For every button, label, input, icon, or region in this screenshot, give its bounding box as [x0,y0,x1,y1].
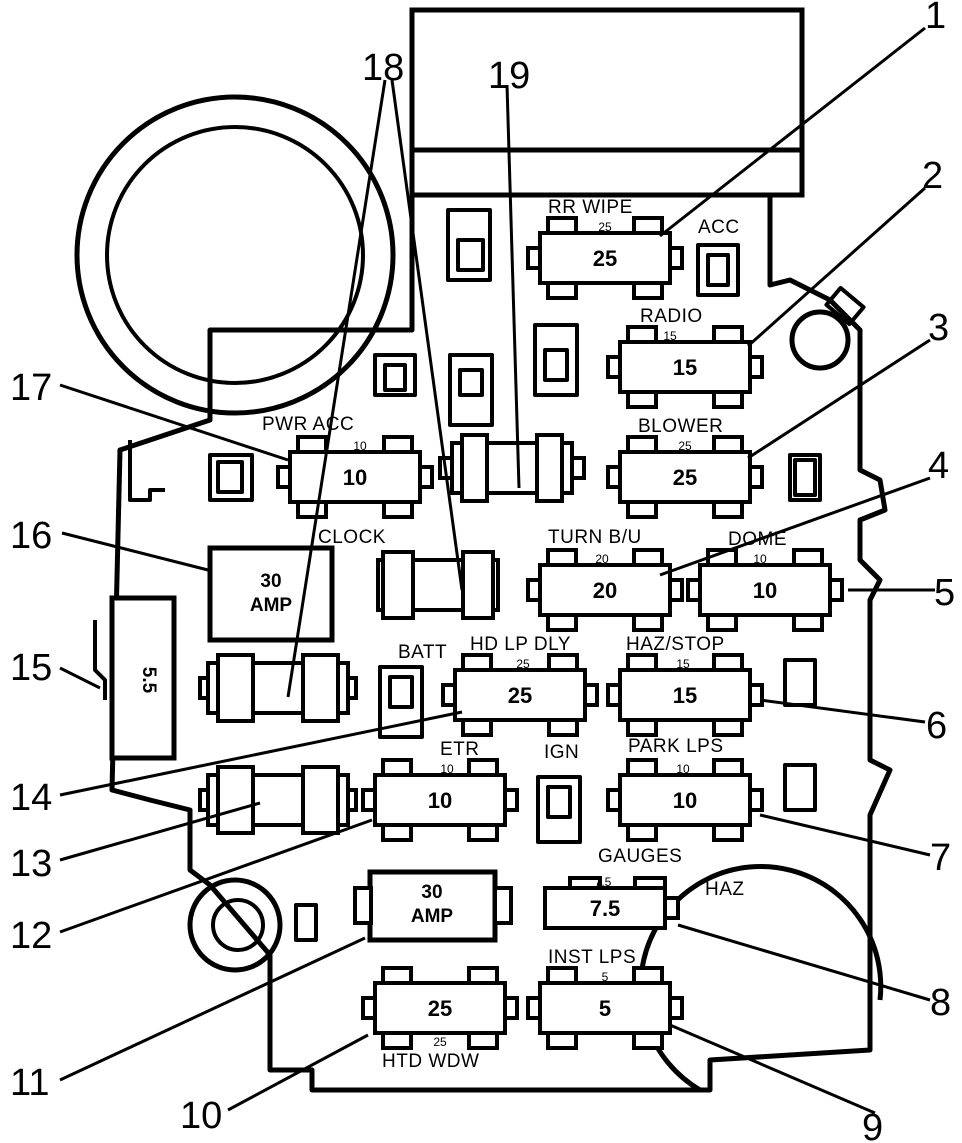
fuse-dome-value: 10 [753,578,777,603]
label-htd-wdw: HTD WDW [382,1051,479,1072]
fuse-inst-lps-rating: 5 [602,970,609,984]
fuse-rr-wipe: 25 25 [526,216,684,300]
callout-14: 14 [10,777,52,819]
callout-10: 10 [180,1095,222,1137]
fuse-etr-rating: 10 [440,762,454,776]
fuse-htd-wdw: 25 25 [361,966,519,1050]
label-blower: BLOWER [638,416,723,437]
label-hd-lp-dly: HD LP DLY [470,634,571,655]
round-component-large [74,94,396,416]
callout-numbers: 1 2 3 4 5 6 7 8 9 10 11 12 13 14 15 16 1… [10,0,955,1143]
callout-6: 6 [926,705,947,747]
fuse-turn-bu-value: 20 [593,578,617,603]
fuse-pwr-acc-value: 10 [343,465,367,490]
fuse-haz-stop-rating: 15 [676,657,690,671]
circuit-breaker-upper: 30 AMP [207,545,335,643]
fuse-inst-lps-value: 5 [599,996,611,1021]
breaker-lower-unit: AMP [411,906,454,927]
fuse-blower-rating: 25 [678,439,692,453]
leader-lines [59,26,935,1115]
label-turn-bu: TURN B/U [548,527,642,548]
fuse-hd-lp-dly: 25 25 [441,653,599,737]
fuse-radio-value: 15 [673,355,697,380]
label-haz-stop: HAZ/STOP [626,634,725,655]
fuse-hd-lp-dly-value: 25 [508,683,532,708]
fuse-pwr-acc: 10 10 [276,435,434,519]
fuse-rr-wipe-rating: 25 [598,220,612,234]
top-connector [409,7,805,198]
breaker-lower-value: 30 [421,882,442,903]
callout-7: 7 [930,837,951,879]
label-gauges: GAUGES [598,846,682,867]
fuse-dome-rating: 10 [753,552,767,566]
callout-3: 3 [928,307,949,349]
fuse-turn-bu-rating: 20 [595,552,609,566]
label-haz: HAZ [705,879,745,900]
breaker-upper-value: 30 [260,571,281,592]
fuse-hd-lp-dly-rating: 25 [516,657,530,671]
mount-hole-right [789,285,866,371]
label-inst-lps: INST LPS [548,947,636,968]
label-clock: CLOCK [318,527,386,548]
callout-12: 12 [10,915,52,957]
fuse-blower-value: 25 [673,465,697,490]
relay-sockets [208,208,822,942]
callout-1: 1 [925,0,946,37]
label-pwr-acc: PWR ACC [262,414,354,435]
fuse-etr: 10 10 [361,758,519,842]
circuit-labels: RR WIPE ACC RADIO PWR ACC BLOWER CLOCK T… [262,197,787,1072]
callout-15: 15 [10,647,52,689]
fuse-etr-value: 10 [428,788,452,813]
label-acc: ACC [698,217,740,238]
mount-hole-left [187,877,283,973]
fuse-park-lps: 10 10 [606,758,764,842]
fuse-haz-stop-value: 15 [673,683,697,708]
label-ign: IGN [544,742,579,763]
fuse-turn-bu: 20 20 [526,548,684,632]
fuse-rr-wipe-value: 25 [593,246,617,271]
fuse-park-lps-rating: 10 [676,762,690,776]
fuse-radio: 15 15 [606,325,764,409]
label-rr-wipe: RR WIPE [548,197,633,218]
fuse-htd-wdw-rating: 25 [433,1035,447,1049]
fuse-haz-stop: 15 15 [606,653,764,737]
callout-17: 17 [10,367,52,409]
label-park-lps: PARK LPS [628,736,724,757]
callout-9: 9 [862,1107,883,1143]
fuse-radio-rating: 15 [663,329,677,343]
callout-16: 16 [10,515,52,557]
breaker-upper-unit: AMP [250,595,293,616]
callout-19: 19 [488,55,530,97]
callout-8: 8 [930,982,951,1024]
callout-2: 2 [922,155,943,197]
fuse-gauges-rating: 7.5 [595,875,612,889]
callout-11: 11 [10,1062,49,1104]
fuse-blower: 25 25 [606,435,764,519]
side-breaker [93,440,177,761]
label-batt: BATT [398,642,447,663]
fuse-pwr-acc-rating: 10 [353,439,367,453]
fuse-htd-wdw-value: 25 [428,996,452,1021]
label-etr: ETR [440,739,480,760]
circuit-breaker-lower: 30 AMP [353,869,513,943]
callout-5: 5 [934,572,955,614]
fuse-gauges-value: 7.5 [590,896,621,921]
empty-fuse-sockets [198,433,586,835]
callout-18: 18 [362,47,404,89]
fuse-inst-lps: 5 5 [526,966,684,1050]
side-breaker-value: 5.5 [138,667,159,694]
callout-4: 4 [928,445,949,487]
label-radio: RADIO [640,306,703,327]
fuse-park-lps-value: 10 [673,788,697,813]
fuse-gauges: 7.5 7.5 [543,875,680,930]
callout-13: 13 [10,843,52,885]
fuse-dome: 10 10 [686,548,844,632]
